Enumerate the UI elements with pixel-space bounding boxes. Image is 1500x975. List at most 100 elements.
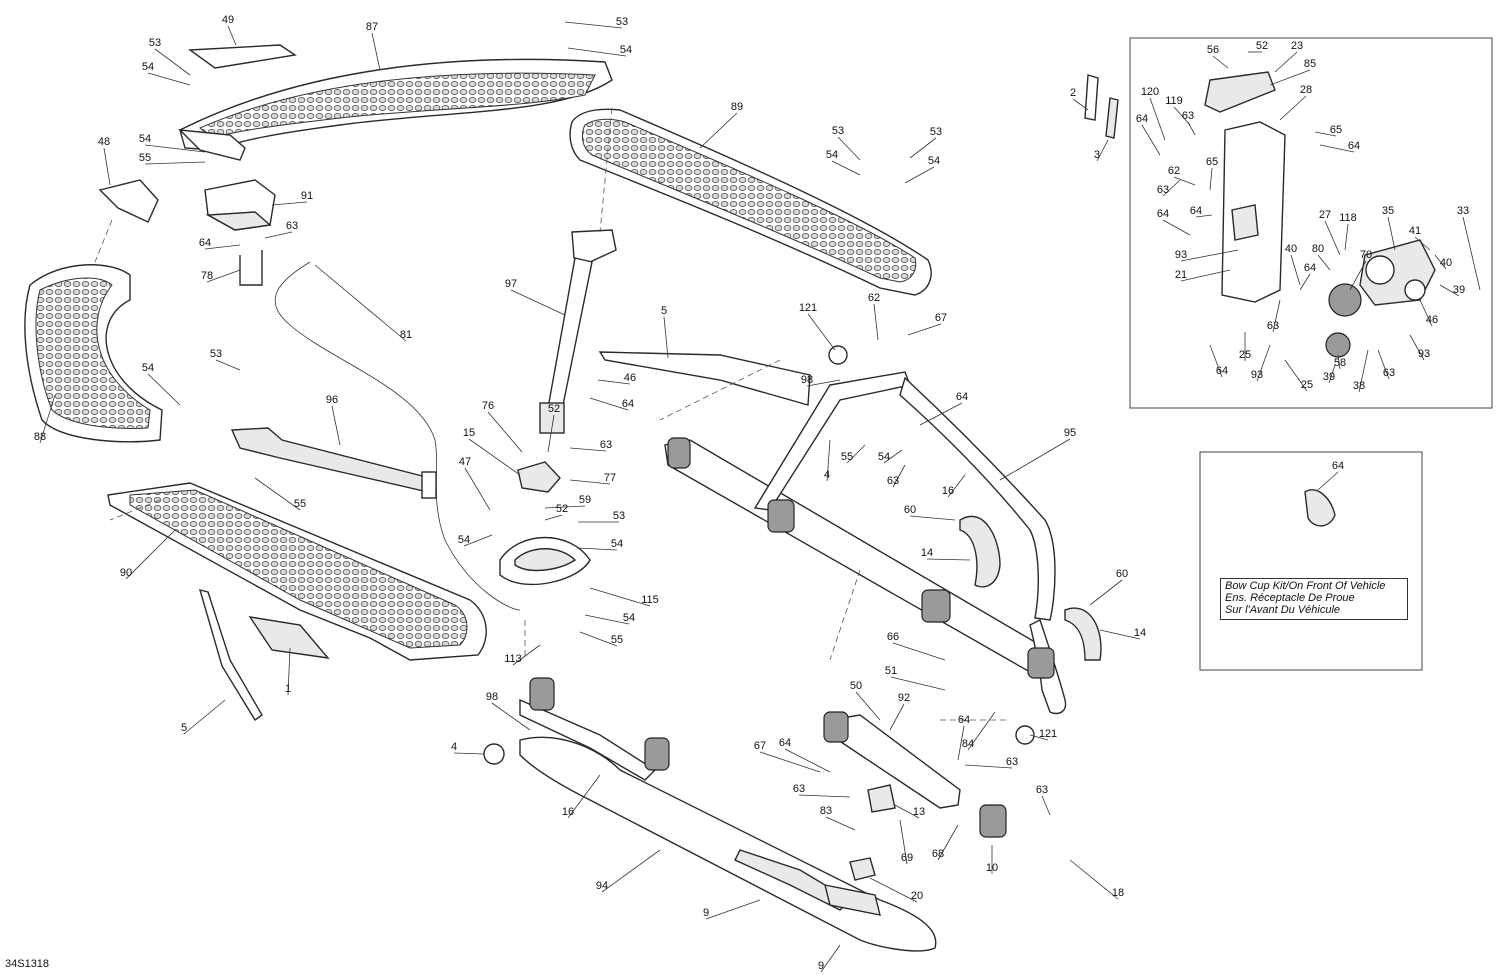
callout-leader [1173, 176, 1196, 186]
callout-label: 63 [793, 783, 805, 795]
kit-note-line-1: Bow Cup Kit/On Front Of Vehicle [1225, 580, 1386, 592]
callout-label: 76 [482, 400, 494, 412]
callout-leader [589, 397, 629, 411]
callout-leader [798, 794, 851, 798]
callout-leader [1162, 219, 1191, 236]
callout-label: 53 [149, 37, 161, 49]
callout-label: 51 [885, 665, 897, 677]
callout-leader [1187, 121, 1196, 136]
callout-leader [1212, 55, 1229, 69]
u-bolt-78 [239, 250, 263, 286]
callout-leader [831, 160, 861, 176]
callout-leader [487, 411, 523, 453]
callout-leader [287, 647, 291, 696]
callout-label: 89 [731, 101, 743, 113]
winch-assembly-frame [1129, 37, 1493, 409]
callout-leader [907, 323, 942, 336]
callout-label: 55 [139, 152, 151, 164]
callout-label: 95 [1064, 427, 1076, 439]
strip-5-center [598, 351, 811, 406]
callout-leader [1180, 249, 1239, 262]
callout-leader [584, 614, 630, 625]
callout-label: 63 [1157, 184, 1169, 196]
callout-leader [1162, 179, 1181, 197]
callout-leader [1358, 349, 1369, 393]
callout-label: 27 [1319, 209, 1331, 221]
callout-label: 55 [611, 634, 623, 646]
clamp-15 [517, 461, 561, 493]
callout-label: 68 [932, 848, 944, 860]
callout-label: 77 [604, 472, 616, 484]
callout-label: 54 [620, 44, 632, 56]
callout-leader [491, 702, 531, 731]
callout-leader [1096, 139, 1109, 162]
bow-guide-14-a [959, 515, 1001, 588]
callout-leader [544, 514, 563, 521]
callout-leader [564, 21, 623, 29]
callout-label: 64 [1216, 365, 1228, 377]
callout-label: 59 [579, 494, 591, 506]
callout-leader [144, 161, 206, 165]
callout-leader [1180, 269, 1231, 282]
callout-label: 98 [486, 691, 498, 703]
callout-label: 64 [956, 391, 968, 403]
callout-leader [1419, 299, 1433, 327]
callout-leader [1314, 131, 1337, 137]
callout-label: 20 [911, 890, 923, 902]
callout-label: 54 [878, 451, 890, 463]
callout-label: 13 [913, 806, 925, 818]
callout-label: 53 [210, 348, 222, 360]
callout-leader [705, 899, 761, 920]
callout-leader [577, 547, 618, 551]
callout-label: 49 [222, 14, 234, 26]
callout-label: 93 [1418, 348, 1430, 360]
callout-leader [699, 112, 738, 149]
callout-leader [883, 449, 903, 464]
frame-95 [664, 345, 1067, 745]
callout-leader [544, 505, 586, 509]
callout-leader [1141, 124, 1161, 156]
callout-leader [1344, 223, 1349, 251]
callout-leader [1414, 236, 1431, 251]
callout-leader [873, 303, 879, 341]
callout-leader [1328, 364, 1336, 384]
callout-label: 35 [1382, 205, 1394, 217]
callout-leader [663, 316, 669, 359]
callout-label: 18 [1112, 887, 1124, 899]
callout-label: 21 [1175, 269, 1187, 281]
callout-leader [999, 438, 1071, 481]
callout-leader [892, 642, 946, 661]
callout-leader [899, 819, 908, 865]
callout-leader [183, 699, 226, 735]
callout-label: 25 [1301, 379, 1313, 391]
callout-leader [1209, 167, 1213, 191]
callout-leader [264, 231, 293, 239]
callout-leader [1462, 216, 1481, 291]
callout-leader [967, 711, 996, 751]
callout-label: 4 [824, 469, 830, 481]
callout-label: 25 [1239, 349, 1251, 361]
callout-leader [567, 774, 601, 819]
callout-label: 58 [1334, 357, 1346, 369]
callout-label: 15 [463, 427, 475, 439]
callout-leader [1409, 334, 1425, 361]
callout-leader [314, 264, 407, 342]
callout-label: 53 [832, 125, 844, 137]
cap-121-bottom [1015, 725, 1035, 745]
callout-leader [1279, 95, 1307, 121]
callout-leader [147, 72, 191, 86]
callout-label: 38 [1353, 380, 1365, 392]
callout-label: 63 [286, 220, 298, 232]
bracket-20 [849, 857, 876, 881]
callout-leader [331, 405, 341, 446]
strip-5-left [198, 589, 263, 722]
callout-label: 46 [1426, 314, 1438, 326]
callout-leader [1317, 471, 1339, 491]
callout-label: 62 [868, 292, 880, 304]
callout-label: 54 [139, 133, 151, 145]
callout-label: 70 [1360, 249, 1372, 261]
callout-leader [1434, 254, 1447, 270]
callout-label: 63 [887, 475, 899, 487]
cap-4 [483, 743, 505, 765]
callout-label: 64 [199, 237, 211, 249]
